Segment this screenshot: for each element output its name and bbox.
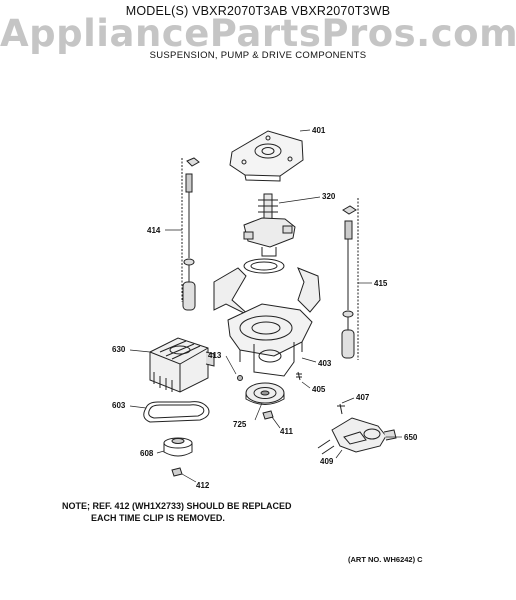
callout-407: 407 bbox=[356, 393, 370, 402]
callout-630: 630 bbox=[112, 345, 126, 354]
model-title: MODEL(S) VBXR2070T3AB VBXR2070T3WB bbox=[125, 4, 391, 18]
art-number: (ART NO. WH6242) C bbox=[348, 555, 423, 564]
part-403-base-frame bbox=[213, 267, 321, 377]
callout-603: 603 bbox=[112, 401, 126, 410]
part-630-motor bbox=[149, 337, 215, 393]
callout-415: 415 bbox=[374, 279, 388, 288]
part-412-clip bbox=[171, 467, 183, 477]
part-411-clip bbox=[262, 410, 274, 420]
part-401-cover bbox=[229, 130, 304, 182]
part-415-suspension-rod bbox=[341, 198, 359, 360]
callout-401: 401 bbox=[312, 126, 326, 135]
part-725-pump-pulley bbox=[245, 382, 285, 405]
callout-608: 608 bbox=[140, 449, 154, 458]
callout-412: 412 bbox=[196, 481, 210, 490]
part-405-screw bbox=[296, 371, 302, 381]
callout-403: 403 bbox=[318, 359, 332, 368]
part-413-nut bbox=[237, 375, 243, 381]
part-608-pulley bbox=[163, 437, 193, 457]
diagram-subtitle: SUSPENSION, PUMP & DRIVE COMPONENTS bbox=[149, 50, 367, 61]
callout-725: 725 bbox=[233, 420, 247, 429]
callout-414: 414 bbox=[147, 226, 161, 235]
callout-413: 413 bbox=[208, 351, 222, 360]
part-407-screw bbox=[337, 403, 345, 415]
callout-405: 405 bbox=[312, 385, 326, 394]
part-320-transmission bbox=[243, 193, 296, 274]
replacement-note: NOTE; REF. 412 (WH1X2733) SHOULD BE REPL… bbox=[62, 500, 292, 524]
callout-409: 409 bbox=[320, 457, 334, 466]
callout-320: 320 bbox=[322, 192, 336, 201]
part-414-suspension-rod bbox=[181, 157, 200, 311]
part-603-belt bbox=[143, 401, 210, 423]
watermark-logo: AppliancePartsPros.com bbox=[0, 12, 516, 55]
note-line-2: EACH TIME CLIP IS REMOVED. bbox=[91, 513, 225, 523]
leader-lines bbox=[129, 129, 402, 483]
part-650-pump bbox=[317, 417, 397, 455]
callout-411: 411 bbox=[280, 427, 293, 436]
note-line-1: NOTE; REF. 412 (WH1X2733) SHOULD BE REPL… bbox=[62, 501, 292, 511]
callout-650: 650 bbox=[404, 433, 418, 442]
